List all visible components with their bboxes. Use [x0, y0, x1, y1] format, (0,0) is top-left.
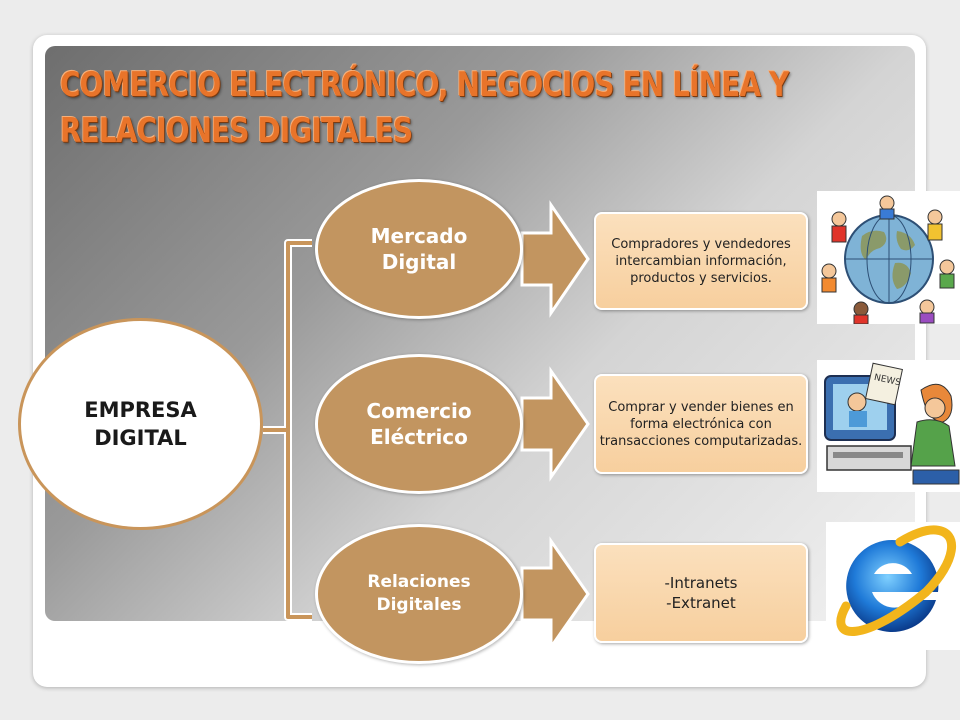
node-label: Mercado Digital	[370, 224, 468, 274]
node-comercio-electrico: Comercio Eléctrico	[315, 354, 523, 494]
node-mercado-digital: Mercado Digital	[315, 179, 523, 319]
description-box-relaciones: -Intranets -Extranet	[594, 543, 808, 643]
root-node-empresa-digital: EMPRESA DIGITAL	[18, 318, 263, 530]
slide-title-line-1: COMERCIO ELECTRÓNICO, NEGOCIOS EN LÍNEA …	[60, 65, 789, 105]
description-text: Compradores y vendedores intercambian in…	[611, 236, 791, 286]
description-box-mercado: Compradores y vendedores intercambian in…	[594, 212, 808, 310]
root-node-label: EMPRESA DIGITAL	[84, 398, 197, 450]
slide-title: COMERCIO ELECTRÓNICO, NEGOCIOS EN LÍNEA …	[60, 62, 839, 154]
node-relaciones-digitales: Relaciones Digitales	[315, 524, 523, 664]
description-box-comercio: Comprar y vender bienes en forma electró…	[594, 374, 808, 474]
description-text: -Intranets -Extranet	[664, 574, 738, 612]
arrow-mercado	[520, 200, 590, 318]
internet-explorer-logo	[826, 522, 960, 650]
node-label: Comercio Eléctrico	[366, 399, 472, 449]
slide-title-line-2: RELACIONES DIGITALES	[60, 111, 413, 151]
person-at-computer-reading-news-illustration: NEWS	[817, 360, 960, 492]
arrow-relaciones	[520, 536, 590, 652]
description-text: Comprar y vender bienes en forma electró…	[599, 399, 803, 449]
arrow-comercio	[520, 366, 590, 482]
children-around-globe-illustration	[817, 191, 960, 325]
node-label: Relaciones Digitales	[367, 572, 471, 615]
